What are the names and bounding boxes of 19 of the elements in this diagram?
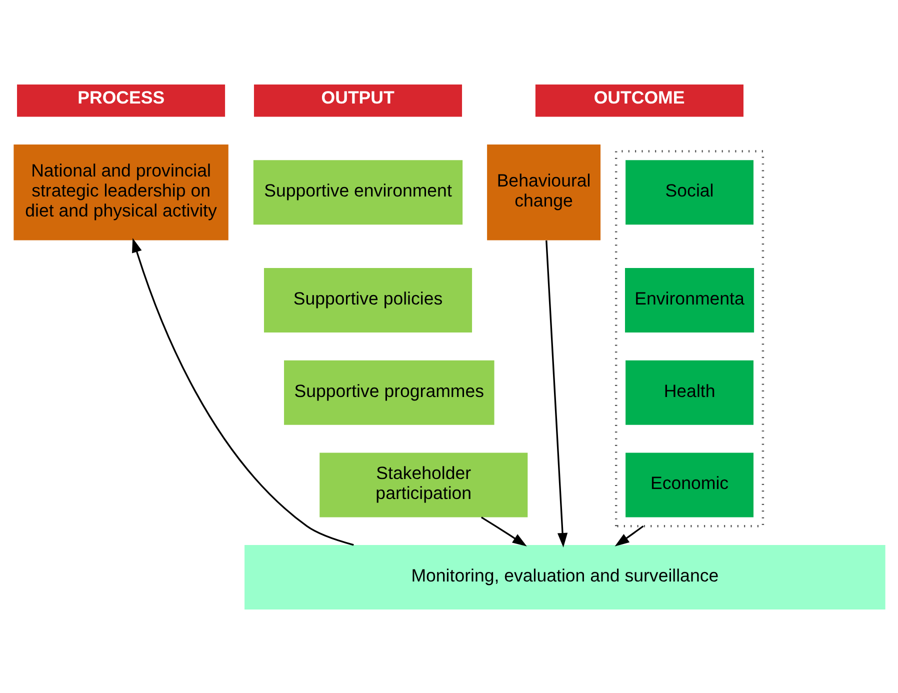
node-box: Stakeholder participation — [319, 452, 528, 517]
node-box: Behavioural change — [486, 144, 600, 240]
node-box: Health — [625, 360, 753, 424]
node-box: PROCESS — [16, 84, 225, 116]
arrow — [132, 237, 354, 546]
node-box: OUTCOME — [534, 84, 743, 116]
node-box: Supportive policies — [264, 268, 472, 332]
node-box: Social — [625, 160, 753, 224]
node-box: Supportive programmes — [284, 360, 494, 424]
node-box: Supportive environment — [252, 160, 462, 224]
node-box: Monitoring, evaluation and surveillance — [244, 544, 885, 610]
cluster — [614, 150, 764, 527]
arrow — [614, 524, 644, 546]
arrow — [545, 240, 568, 547]
node-box: National and provincial strategic leadership on diet and physical activity — [13, 144, 228, 240]
node-box: Economic — [625, 452, 753, 517]
node-box: Environmenta — [624, 268, 754, 332]
arrow — [480, 516, 526, 546]
node-box: OUTPUT — [253, 84, 462, 116]
